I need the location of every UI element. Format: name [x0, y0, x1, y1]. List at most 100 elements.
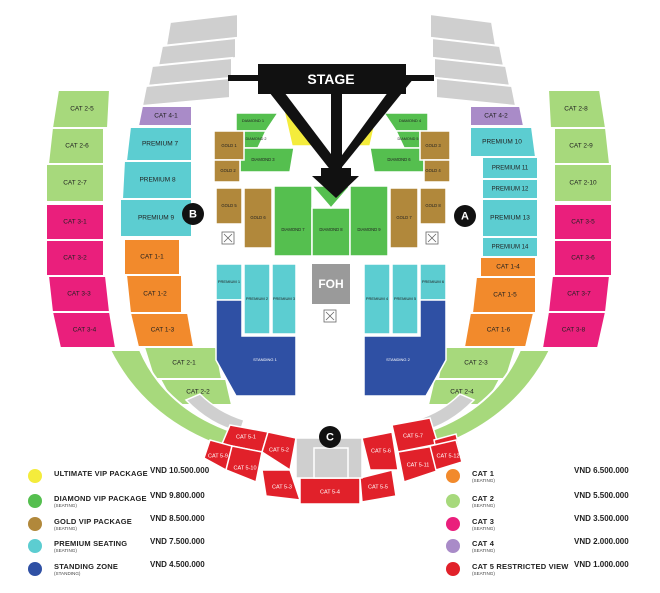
- premium-1-label: PREMIUM 1: [218, 279, 241, 284]
- cat-3-6-label: CAT 3-6: [571, 255, 595, 262]
- cross-icon: [223, 233, 233, 243]
- cat-5-3-label: CAT 5-3: [272, 484, 292, 490]
- cat-3-3-label: CAT 3-3: [67, 291, 91, 298]
- legend-swatch: [446, 562, 460, 576]
- section-cat-5-11[interactable]: [397, 445, 441, 483]
- legend-item: CAT 3(SEATING): [446, 517, 495, 532]
- section-cat-3-6[interactable]: [553, 239, 613, 277]
- section-cat-1-6[interactable]: [462, 312, 536, 348]
- legend-price: VND 9.800.000: [150, 491, 205, 500]
- section-cat-1-5[interactable]: [470, 276, 537, 314]
- stage-tip-base: [321, 168, 351, 182]
- section-cat-2-5[interactable]: [50, 89, 112, 129]
- premium-3-label: PREMIUM 3: [273, 296, 296, 301]
- cat-3-1-label: CAT 3-1: [63, 219, 87, 226]
- legend-item: ULTIMATE VIP PACKAGE: [28, 469, 148, 483]
- section-premium-14[interactable]: [481, 236, 539, 258]
- legend-name: GOLD VIP PACKAGE: [54, 517, 132, 526]
- legend-item: CAT 1(SEATING): [446, 469, 495, 484]
- marker-b-label: B: [189, 208, 197, 220]
- legend-name: STANDING ZONE: [54, 562, 119, 571]
- legend-item: STANDING ZONE(STANDING): [28, 562, 118, 577]
- section-premium-1[interactable]: [215, 263, 243, 301]
- section-standing-2[interactable]: [363, 299, 447, 397]
- foh-box: [312, 264, 350, 304]
- section-diamond-9[interactable]: [349, 185, 389, 257]
- cat-2-5-label: CAT 2-5: [70, 106, 94, 113]
- legend-name: ULTIMATE VIP PACKAGE: [54, 469, 148, 478]
- diamond-1-label: DIAMOND 1: [242, 118, 265, 123]
- cat-3-5-label: CAT 3-5: [571, 219, 595, 226]
- cat-3-7-label: CAT 3-7: [567, 291, 591, 298]
- section-gold-1[interactable]: [213, 130, 245, 161]
- section-gold-5[interactable]: [215, 187, 243, 225]
- stage-wing-left: [228, 75, 260, 81]
- section-cat-5-10[interactable]: [225, 445, 263, 484]
- section-cat-5-12[interactable]: [429, 439, 463, 471]
- marker-c: [319, 426, 341, 448]
- premium-6-label: PREMIUM 6: [422, 279, 445, 284]
- legend-sub: (SEATING): [472, 548, 495, 553]
- foh-label: FOH: [318, 277, 343, 291]
- premium-9-label: PREMIUM 9: [138, 215, 175, 222]
- empty-block: [140, 76, 231, 108]
- premium-4-label: PREMIUM 4: [366, 296, 389, 301]
- cat-5-9-label: CAT 5-9: [208, 453, 228, 459]
- section-gold-6[interactable]: [243, 187, 273, 249]
- section-cat-2-10[interactable]: [553, 163, 613, 203]
- section-cat-2-7[interactable]: [45, 163, 105, 203]
- legend-item: PREMIUM SEATING(SEATING): [28, 539, 127, 554]
- section-gold-2[interactable]: [213, 159, 241, 183]
- cat-2-1-label: CAT 2-1: [172, 360, 196, 367]
- diamond-7-label: DIAMOND 7: [281, 227, 305, 232]
- cat-1-3-label: CAT 1-3: [151, 327, 175, 334]
- cat-5-1-label: CAT 5-1: [236, 434, 256, 440]
- legend-sub: (SEATING): [54, 548, 77, 553]
- legend-sub: (SEATING): [54, 526, 77, 531]
- section-gold-4[interactable]: [423, 159, 451, 183]
- legend-sub: (STANDING): [54, 571, 81, 576]
- marker-c-label: C: [326, 431, 334, 443]
- premium-13-label: PREMIUM 13: [490, 215, 530, 222]
- empty-block: [313, 447, 349, 479]
- legend-swatch: [446, 469, 460, 483]
- section-diamond-7[interactable]: [273, 185, 313, 257]
- legend-swatch: [28, 539, 42, 553]
- cat-1-5-label: CAT 1-5: [493, 292, 517, 299]
- cat-5-7-label: CAT 5-7: [403, 433, 423, 439]
- stage-block: [258, 64, 406, 94]
- legend-item: CAT 5 RESTRICTED VIEW(SEATING): [446, 562, 569, 577]
- section-cat-5-6[interactable]: [361, 431, 399, 471]
- legend-price: VND 8.500.000: [150, 514, 205, 523]
- cat-5-12-label: CAT 5-12: [436, 453, 459, 459]
- section-premium-5[interactable]: [391, 263, 419, 335]
- cat-4-1-label: CAT 4-1: [154, 113, 178, 120]
- legend-price: VND 3.500.000: [574, 514, 629, 523]
- empty-block: [164, 12, 239, 48]
- section-premium-3[interactable]: [271, 263, 297, 335]
- legend-sub: (SEATING): [472, 478, 495, 483]
- legend-name: CAT 3: [472, 517, 495, 526]
- section-standing-1[interactable]: [215, 299, 297, 397]
- standing-2-label: STANDING 2: [386, 357, 410, 362]
- cat-5-5-label: CAT 5-5: [368, 484, 388, 490]
- legend-price: VND 4.500.000: [150, 560, 205, 569]
- diamond-6-label: DIAMOND 6: [387, 157, 411, 162]
- section-premium-4[interactable]: [363, 263, 391, 335]
- legend-swatch: [446, 539, 460, 553]
- section-gold-7[interactable]: [389, 187, 419, 249]
- legend-price: VND 2.000.000: [574, 537, 629, 546]
- premium-10-label: PREMIUM 10: [482, 139, 522, 146]
- section-gold-8[interactable]: [419, 187, 447, 225]
- section-cat-3-8[interactable]: [540, 311, 608, 349]
- cat-1-6-label: CAT 1-6: [487, 327, 511, 334]
- section-cat-5-5[interactable]: [359, 469, 397, 503]
- stage-area: STAGE: [228, 64, 434, 198]
- premium-14-label: PREMIUM 14: [492, 245, 529, 251]
- section-cat-3-4[interactable]: [50, 311, 118, 349]
- legend-swatch: [446, 517, 460, 531]
- cross-icon: [427, 233, 437, 243]
- section-premium-9[interactable]: [119, 198, 193, 238]
- section-premium-2[interactable]: [243, 263, 271, 335]
